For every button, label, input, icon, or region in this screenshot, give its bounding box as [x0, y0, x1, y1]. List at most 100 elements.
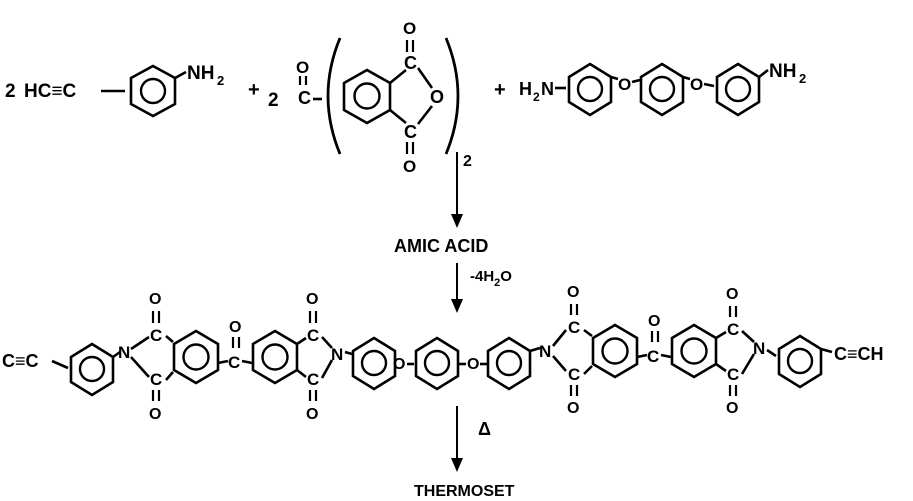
h2n-n-label: N	[541, 79, 554, 99]
anhydride-c-bottom: C	[404, 122, 417, 142]
bond	[296, 368, 307, 379]
bridge-carbonyl-c: C	[228, 353, 240, 372]
imide-n-label: N	[539, 342, 551, 361]
bond	[416, 105, 434, 125]
imide-o-label: O	[306, 406, 318, 423]
bond	[321, 336, 333, 349]
anhydride-o-top: O	[403, 19, 416, 38]
bond	[636, 353, 648, 359]
benzene-ring	[351, 336, 397, 391]
benzene-ring	[129, 64, 177, 118]
benzene-ring	[670, 323, 718, 379]
imide-c-label: C	[307, 326, 319, 345]
aromatic-circle	[423, 349, 451, 377]
reactant-ethynylaniline: 2 HC≡C NH 2	[5, 63, 224, 118]
arrow-head	[451, 299, 463, 313]
imide-o-label: O	[567, 400, 579, 417]
benzene-ring	[591, 323, 639, 379]
bond	[766, 348, 777, 358]
aromatic-circle	[495, 349, 523, 377]
carbonyl-o-label: O	[296, 58, 309, 77]
aromatic-circle	[724, 75, 752, 103]
ether-o-label: O	[618, 75, 631, 94]
aromatic-circle	[680, 337, 708, 365]
ether-o-label: O	[690, 75, 703, 94]
bond	[552, 355, 567, 372]
bond	[682, 75, 691, 81]
aromatic-circle	[648, 75, 676, 103]
imide-o-label: O	[567, 284, 579, 301]
benzene-ring	[777, 334, 823, 389]
bond	[241, 359, 253, 365]
aromatic-circle	[78, 355, 106, 383]
reactant-dianhydride: 2 C O C O O C O 2	[268, 19, 472, 176]
reaction-arrow-3	[451, 406, 463, 472]
coefficient-2: 2	[5, 81, 16, 102]
imide-c-label: C	[727, 365, 739, 384]
bond	[758, 68, 769, 79]
aromatic-circle	[360, 349, 388, 377]
amine-subscript: 2	[799, 71, 806, 86]
bond	[631, 78, 641, 84]
bridge-carbonyl-o: O	[648, 313, 660, 330]
aromatic-circle	[261, 343, 289, 371]
arrow-head	[451, 214, 463, 228]
bond	[583, 365, 593, 375]
bond	[703, 82, 715, 88]
bond	[344, 350, 353, 356]
aromatic-circle	[353, 82, 381, 110]
imide-o-label: O	[726, 286, 738, 303]
aromatic-circle	[601, 337, 629, 365]
bridge-carbonyl-o: O	[229, 319, 241, 336]
bond	[165, 371, 174, 381]
reaction-arrow-2	[451, 263, 463, 313]
imide-o-label: O	[726, 400, 738, 417]
benzene-ring	[414, 336, 460, 391]
bridge-carbonyl-c: C	[647, 347, 659, 366]
imide-o-label: O	[306, 291, 318, 308]
imide-c-label: C	[568, 318, 580, 337]
aromatic-circle	[576, 75, 604, 103]
amine-nh2-label: NH	[187, 63, 214, 84]
thermoset-label: THERMOSET	[414, 483, 515, 500]
left-parenthesis	[326, 37, 342, 155]
reaction-arrow-1	[451, 152, 463, 228]
bond	[174, 70, 187, 80]
benzene-ring	[486, 336, 532, 391]
h2n-subscript: 2	[533, 90, 540, 104]
bond	[51, 359, 69, 370]
amine-subscript: 2	[217, 73, 224, 88]
anhydride-o-bottom: O	[403, 157, 416, 176]
imide-c-label: C	[307, 370, 319, 389]
anhydride-ring-o: O	[430, 87, 444, 107]
bond	[416, 67, 434, 89]
bond	[740, 353, 756, 375]
bond	[320, 359, 334, 379]
amic-acid-label: AMIC ACID	[394, 236, 488, 256]
arrow-head	[451, 458, 463, 472]
imide-n-label: N	[118, 343, 130, 362]
ethynyl-group-label: HC≡C	[24, 81, 77, 102]
bond	[296, 336, 307, 346]
reactant-diamine: H 2 N O O NH 2	[519, 61, 806, 117]
amine-nh2-label: NH	[769, 61, 796, 82]
imide-o-label: O	[149, 291, 161, 308]
bond	[165, 335, 174, 343]
coefficient-2: 2	[268, 90, 279, 111]
h2n-h-label: H	[519, 79, 532, 99]
right-parenthesis	[444, 37, 460, 155]
benzene-ring	[172, 329, 220, 385]
bond	[389, 108, 407, 125]
bond	[583, 328, 593, 338]
bond	[715, 362, 727, 373]
bond	[529, 346, 541, 353]
anhydride-c-top: C	[404, 53, 417, 73]
bond	[610, 75, 619, 81]
imide-c-label: C	[568, 365, 580, 384]
benzene-ring	[251, 329, 299, 385]
bond	[715, 330, 727, 340]
aromatic-circle	[182, 343, 210, 371]
benzene-ring	[69, 342, 115, 397]
imide-c-label: C	[727, 320, 739, 339]
bond	[389, 68, 407, 85]
